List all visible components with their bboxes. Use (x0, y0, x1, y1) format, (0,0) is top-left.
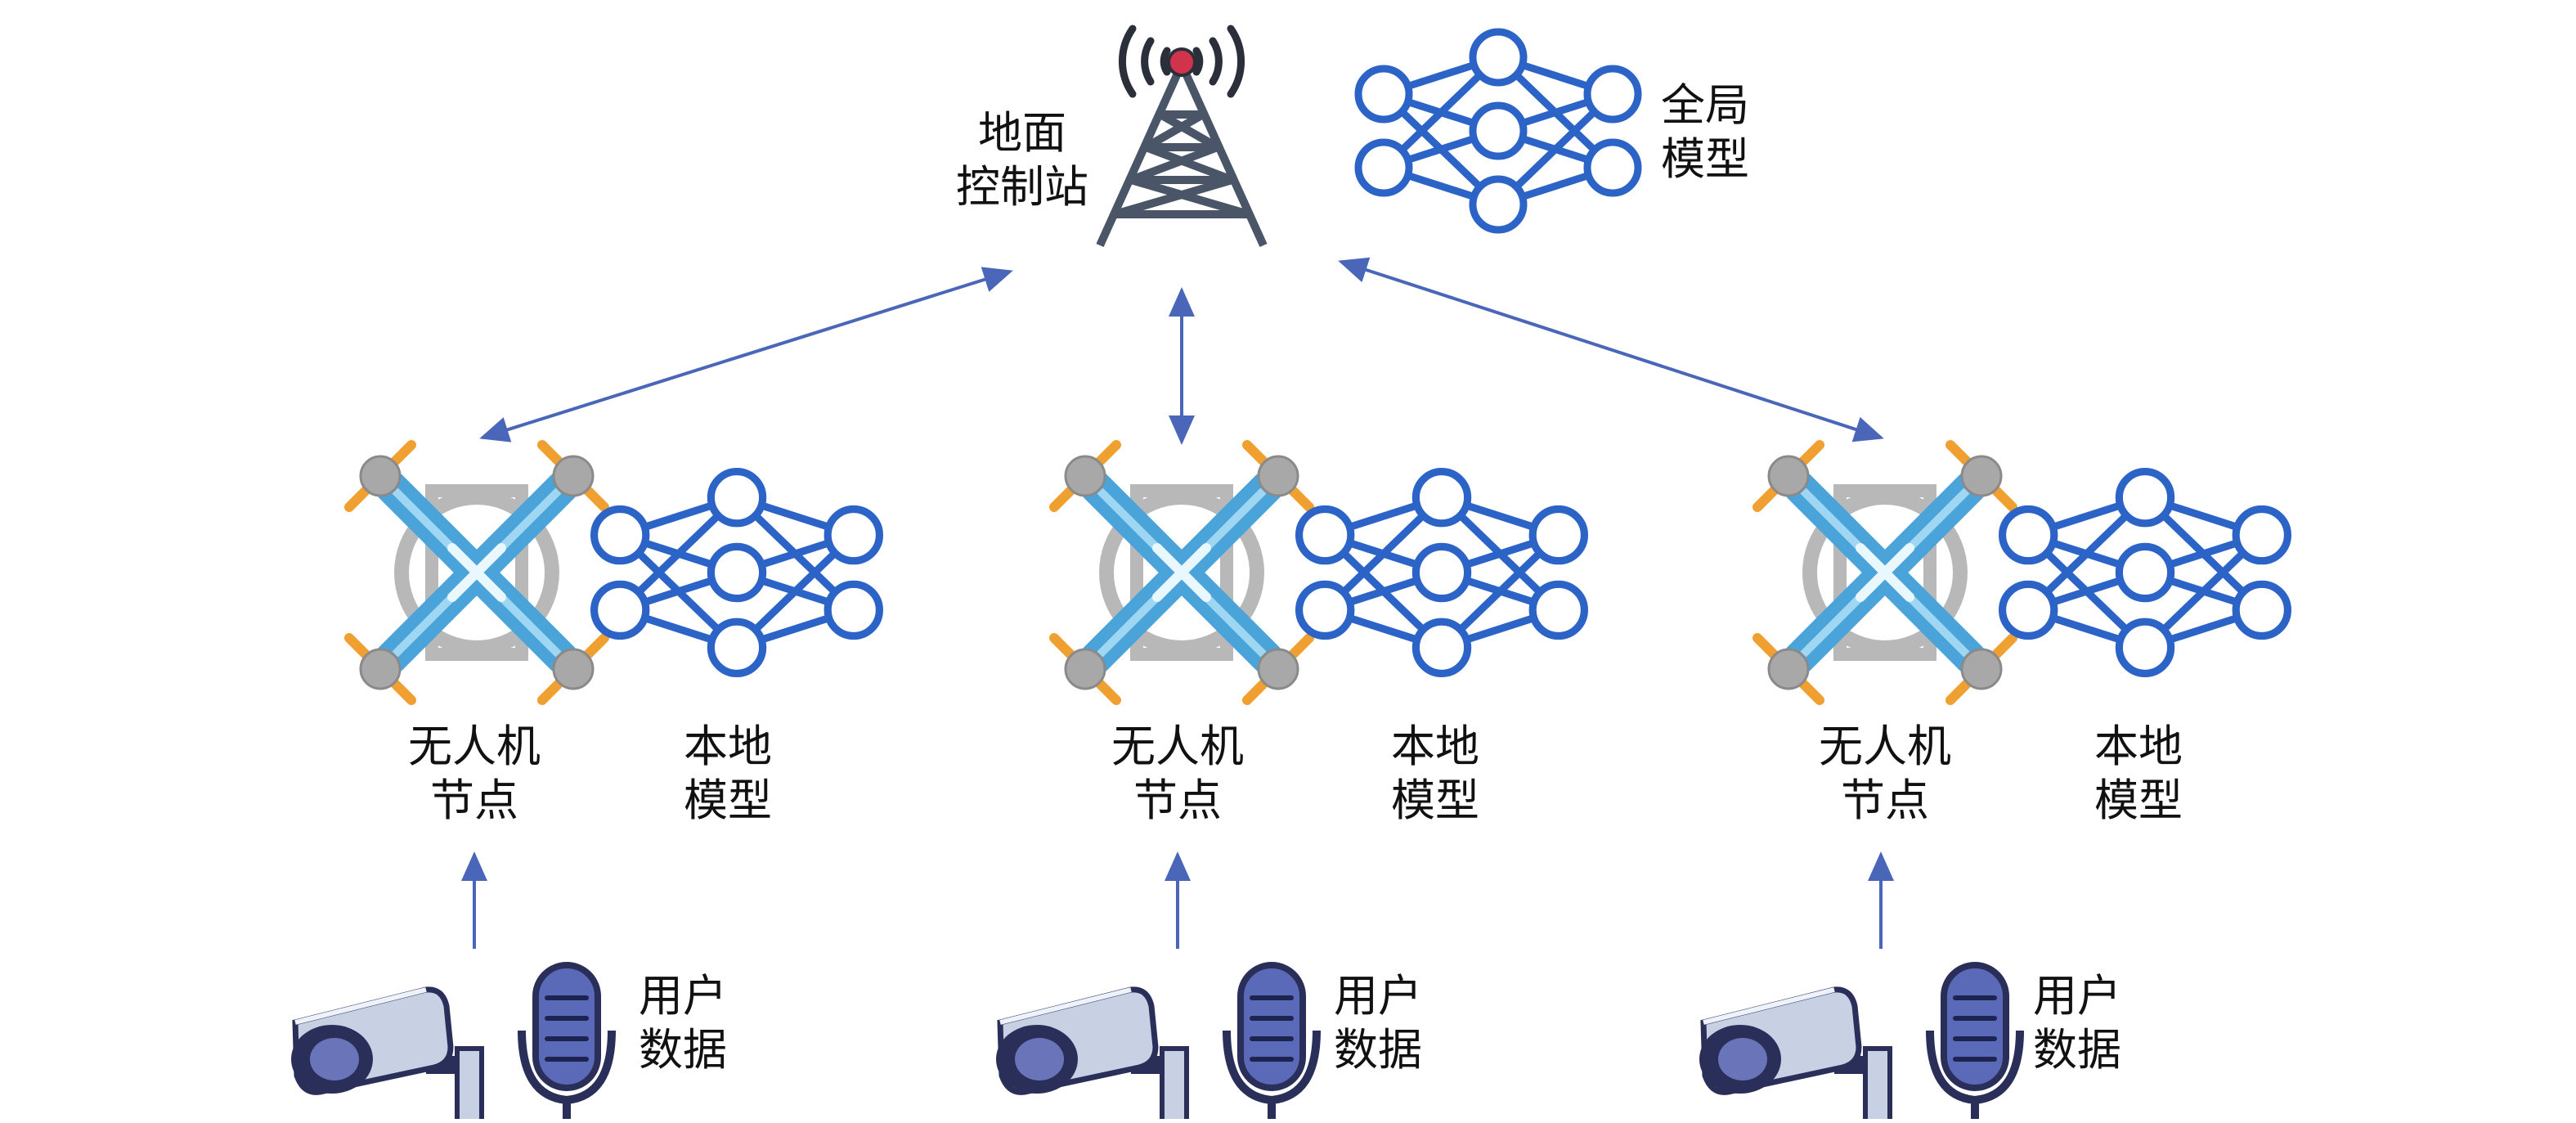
local-model-label-3: 本地 模型 (2057, 720, 2220, 828)
user-data-label-2: 用户 数据 (1321, 969, 1435, 1077)
network-node (590, 580, 650, 640)
network-node (2232, 580, 2292, 640)
uav-node-label-3: 无人机 节点 (1795, 720, 1975, 828)
user-data-label-line1: 用户 (2033, 970, 2121, 1022)
drone-icon (1752, 440, 2017, 705)
user-data-label-line1: 用户 (1334, 970, 1422, 1022)
user-data-label-line2: 数据 (1334, 1024, 1422, 1076)
drone-icon (1049, 440, 1314, 705)
ground-station-label-line1: 地面 (978, 107, 1066, 159)
network-node (707, 467, 767, 528)
user-data-label-3: 用户 数据 (2020, 969, 2134, 1077)
network-node (1998, 505, 2058, 565)
local-model-label-line1: 本地 (684, 721, 772, 772)
network-node (1411, 618, 1472, 678)
network-node (1469, 28, 1528, 87)
drone-icon (344, 440, 609, 705)
global-model-label: 全局 模型 (1644, 79, 1766, 186)
network-node (2232, 505, 2292, 565)
network-node (1583, 138, 1642, 197)
security-camera-icon (996, 986, 1189, 1123)
microphone-icon (1926, 962, 2024, 1123)
user-data-label-line2: 数据 (639, 1024, 727, 1076)
network-node (2115, 542, 2175, 603)
radio-tower-icon (1096, 25, 1268, 248)
uav-cluster-3 (1699, 440, 2292, 1123)
security-camera-icon (291, 986, 484, 1123)
uav-node-label-line2: 节点 (430, 775, 518, 826)
local-model-label-line2: 模型 (1391, 775, 1479, 826)
local-model-label-line1: 本地 (2094, 721, 2183, 772)
uav-node-label-line1: 无人机 (1819, 721, 1951, 772)
global-model-network-icon (1354, 28, 1642, 234)
network-node (707, 618, 767, 678)
arrow-station-uav-3 (1338, 257, 1884, 442)
uav-cluster-1 (291, 440, 884, 1123)
global-model-nn (1354, 28, 1642, 234)
global-model-label-line2: 模型 (1661, 133, 1749, 185)
uav-node-label-1: 无人机 节点 (384, 720, 564, 828)
network-node (2115, 467, 2175, 528)
network-node (1295, 580, 1355, 640)
network-node (590, 505, 650, 565)
local-model-nn (1295, 467, 1589, 678)
network-node (707, 542, 767, 603)
microphone-icon (518, 962, 616, 1123)
network-node (1998, 580, 2058, 640)
uav-node-label-line2: 节点 (1133, 775, 1222, 826)
uav-node-label-2: 无人机 节点 (1088, 720, 1268, 828)
network-node (824, 505, 884, 565)
network-node (1528, 505, 1589, 565)
local-model-label-line2: 模型 (2094, 775, 2183, 826)
local-model-label-line2: 模型 (684, 775, 772, 826)
network-node (1469, 175, 1528, 234)
network-node (1528, 580, 1589, 640)
global-model-label-line1: 全局 (1661, 79, 1749, 131)
user-data-label-line2: 数据 (2033, 1024, 2121, 1076)
local-model-label-1: 本地 模型 (646, 720, 810, 828)
uav-node-label-line2: 节点 (1841, 775, 1929, 826)
network-node (1295, 505, 1355, 565)
network-node (1354, 138, 1413, 197)
microphone-icon (1223, 962, 1321, 1123)
uav-node-label-line1: 无人机 (1111, 721, 1244, 772)
network-node (1583, 65, 1642, 124)
network-node (1411, 542, 1472, 603)
local-model-nn (590, 467, 884, 678)
security-camera-icon (1699, 986, 1892, 1123)
local-model-label-line1: 本地 (1391, 721, 1479, 772)
network-node (1411, 467, 1472, 528)
local-model-nn (1998, 467, 2292, 678)
uav-cluster-2 (996, 440, 1589, 1123)
network-node (2115, 618, 2175, 678)
arrow-station-uav-1 (479, 267, 1013, 442)
uav-node-label-line1: 无人机 (408, 721, 541, 772)
local-model-label-2: 本地 模型 (1353, 720, 1517, 828)
network-node (1354, 65, 1413, 124)
user-data-label-line1: 用户 (639, 970, 727, 1022)
user-data-label-1: 用户 数据 (626, 969, 740, 1077)
network-node (1469, 101, 1528, 160)
ground-station-label: 地面 控制站 (940, 106, 1104, 214)
ground-station-label-line2: 控制站 (956, 161, 1088, 213)
network-node (824, 580, 884, 640)
